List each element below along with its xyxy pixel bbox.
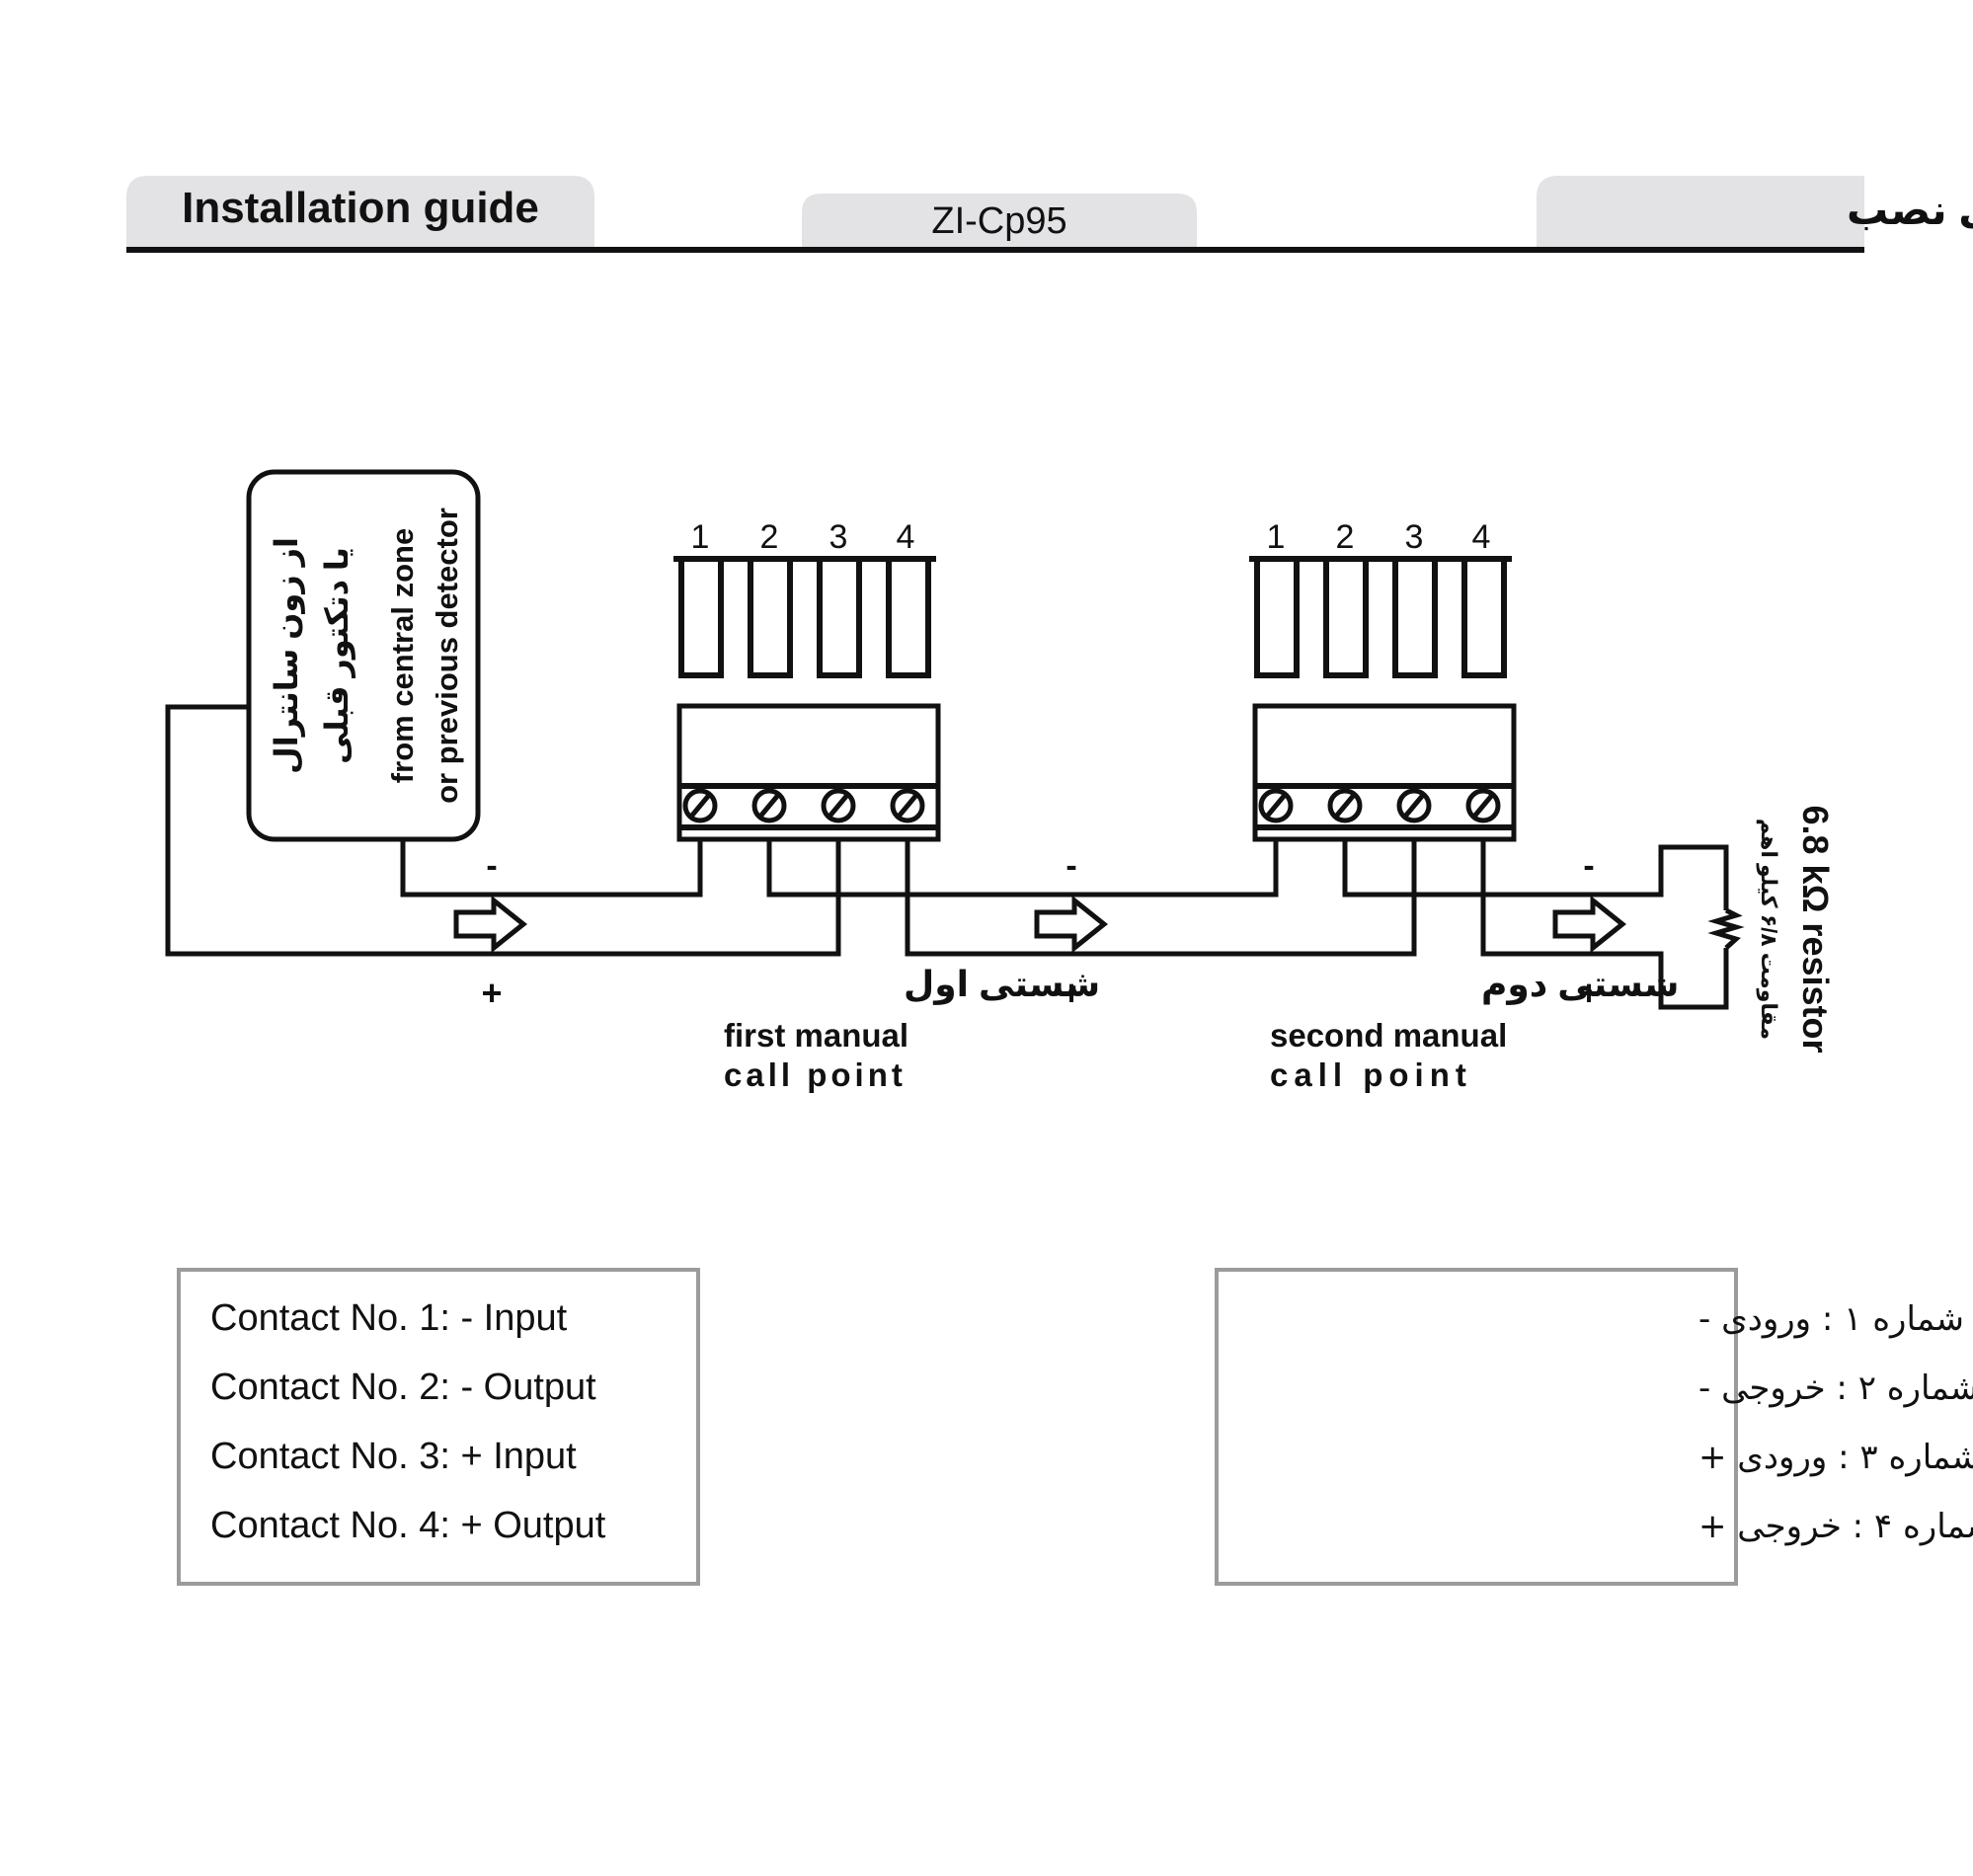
left-tab-shape bbox=[126, 176, 594, 249]
minus-sign: - bbox=[486, 847, 497, 885]
arrow-right-icon bbox=[1034, 895, 1109, 954]
source-box-frame bbox=[246, 469, 481, 842]
resistor-label-fa: مقاومت ۶/۸ کیلو اهم bbox=[1756, 819, 1781, 1040]
device-label-en-2: call point bbox=[724, 1056, 907, 1093]
wire-negative-link bbox=[766, 839, 1279, 898]
wire-positive-out bbox=[1480, 839, 1729, 1010]
screw-terminals bbox=[682, 788, 925, 823]
model-name: ZI-Cp95 bbox=[931, 200, 1066, 242]
legend-en-frame bbox=[177, 1268, 700, 1586]
resistor-symbol bbox=[1707, 907, 1745, 950]
terminal-block bbox=[676, 703, 941, 842]
right-tab-shape bbox=[1537, 176, 1864, 249]
screw-terminals bbox=[1258, 788, 1501, 823]
source-label-fa-2: یا دتکتور قبلی bbox=[319, 547, 355, 764]
source-box: از زون سانترال یا دتکتور قبلی from centr… bbox=[246, 469, 481, 842]
call-point-2: 1 2 3 4 شستی دوم second manual call poin… bbox=[1249, 518, 1679, 1093]
terminal-number: 3 bbox=[829, 518, 848, 556]
device-label-en-1: first manual bbox=[724, 1017, 908, 1054]
connector-pins bbox=[1249, 556, 1512, 678]
legend-fa-frame bbox=[1215, 1268, 1738, 1586]
installation-guide-title-fa: راهنمای نصب bbox=[1847, 187, 1973, 234]
plus-sign: + bbox=[1061, 973, 1081, 1013]
legend-en-line: Contact No. 4: + Output bbox=[210, 1505, 606, 1546]
wire-negative-in-1 bbox=[400, 839, 703, 898]
wiring bbox=[165, 704, 1745, 1010]
terminal-number: 4 bbox=[897, 518, 915, 556]
legend-en-line: Contact No. 2: - Output bbox=[210, 1367, 596, 1408]
terminal-number: 1 bbox=[691, 518, 710, 556]
terminal-number: 1 bbox=[1267, 518, 1286, 556]
plus-sign: + bbox=[481, 973, 502, 1013]
polarity-marks: - + - + - + bbox=[481, 847, 1599, 1013]
terminal-block bbox=[1252, 703, 1517, 842]
terminal-number: 2 bbox=[760, 518, 779, 556]
resistor-labels: 6.8 kΩ resistor مقاومت ۶/۸ کیلو اهم bbox=[1756, 806, 1836, 1054]
device-label-en-1: second manual bbox=[1270, 1017, 1507, 1054]
device-label-en-2: call point bbox=[1270, 1056, 1472, 1093]
legend-fa-line: کنتاکت شماره ۳ : ورودی + bbox=[1698, 1438, 1973, 1477]
device-label-fa: شستی اول bbox=[904, 964, 1100, 1005]
wire-positive-in-1 bbox=[165, 704, 841, 957]
arrow-right-icon bbox=[453, 895, 528, 954]
plus-sign: + bbox=[1578, 973, 1599, 1013]
legend-fa-line: کنتاکت شماره ۱ : ورودی - bbox=[1698, 1299, 1973, 1339]
connector-pins bbox=[673, 556, 936, 678]
arrow-right-icon bbox=[1552, 895, 1627, 954]
legend-en-line: Contact No. 1: - Input bbox=[210, 1297, 568, 1339]
source-label-fa-1: از زون سانترال bbox=[269, 537, 305, 774]
device-label-fa: شستی دوم bbox=[1481, 964, 1679, 1005]
direction-arrows bbox=[453, 895, 1627, 954]
minus-sign: - bbox=[1065, 847, 1076, 885]
terminal-number: 4 bbox=[1472, 518, 1491, 556]
wire-negative-out bbox=[1342, 839, 1729, 910]
resistor-label-en: 6.8 kΩ resistor bbox=[1795, 806, 1836, 1054]
call-point-1: 1 2 3 4 شستی اول first manual call point bbox=[673, 518, 1100, 1093]
header: Installation guide ZI-Cp95 راهنمای نصب bbox=[126, 176, 1973, 253]
center-tab-shape bbox=[802, 194, 1197, 249]
minus-sign: - bbox=[1583, 847, 1594, 885]
legend-fa-line: کنتاکت شماره ۴ : خروجی + bbox=[1698, 1507, 1973, 1546]
legend-en: Contact No. 1: - Input Contact No. 2: - … bbox=[177, 1268, 700, 1586]
legend-en-line: Contact No. 3: + Input bbox=[210, 1436, 577, 1477]
source-label-en-2: or previous detector bbox=[430, 508, 464, 804]
installation-guide-title: Installation guide bbox=[182, 184, 539, 232]
terminal-number: 3 bbox=[1405, 518, 1424, 556]
terminal-number: 2 bbox=[1336, 518, 1355, 556]
legend-fa: کنتاکت شماره ۱ : ورودی - کنتاکت شماره ۲ … bbox=[1215, 1268, 1973, 1586]
legend-fa-line: کنتاکت شماره ۲ : خروجی - bbox=[1698, 1368, 1973, 1408]
source-label-en-1: from central zone bbox=[385, 528, 420, 783]
